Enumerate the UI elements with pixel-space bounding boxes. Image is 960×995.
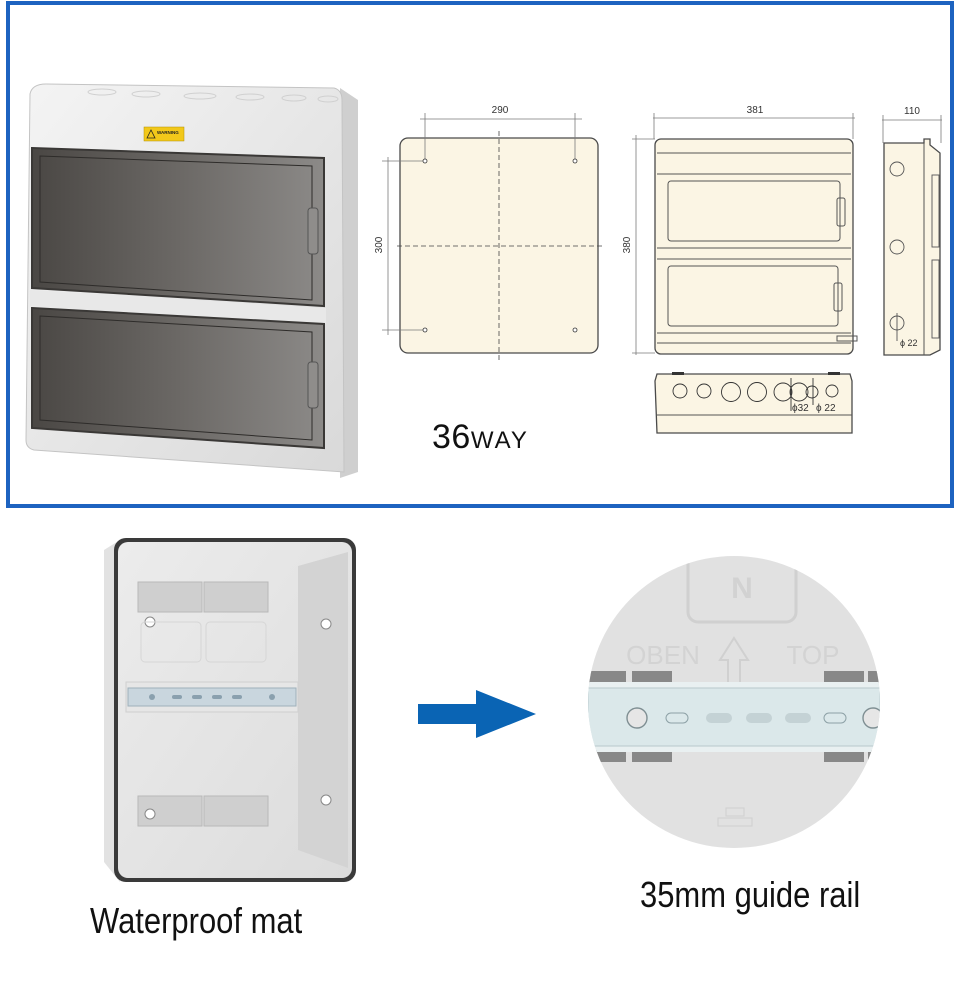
bottom-view-drawing: ϕ32 ϕ 22 (654, 372, 853, 434)
front-view-drawing: 381 380 (622, 105, 858, 355)
svg-text:WARNING: WARNING (157, 130, 179, 135)
waterproof-mat-caption: Waterproof mat (90, 900, 303, 941)
mounting-plate-drawing: 290 300 (374, 105, 604, 361)
warning-triangle-icon (146, 129, 156, 139)
open-box-photo (104, 538, 356, 882)
svg-text:381: 381 (747, 105, 764, 116)
svg-text:ϕ 22: ϕ 22 (816, 403, 836, 414)
svg-text:OBEN: OBEN (626, 640, 700, 670)
svg-text:N: N (731, 572, 753, 605)
svg-text:ϕ32: ϕ32 (792, 403, 809, 414)
product-size-label: 36WAY (432, 418, 529, 457)
distribution-box-photo: WARNING (25, 83, 358, 478)
warning-sticker (143, 126, 185, 142)
svg-text:ϕ 22: ϕ 22 (900, 338, 918, 348)
side-view-drawing: 110 ϕ 22 (882, 106, 942, 356)
arrow-right-icon (418, 690, 536, 738)
way-unit: WAY (470, 427, 529, 454)
svg-text:TOP: TOP (787, 640, 840, 670)
din-rail-closeup: N OBEN TOP (588, 556, 880, 848)
svg-text:290: 290 (492, 105, 509, 116)
svg-text:110: 110 (904, 106, 920, 117)
guide-rail-caption: 35mm guide rail (640, 874, 861, 915)
svg-text:380: 380 (622, 236, 633, 253)
way-count: 36 (432, 418, 471, 456)
svg-text:300: 300 (374, 236, 385, 253)
